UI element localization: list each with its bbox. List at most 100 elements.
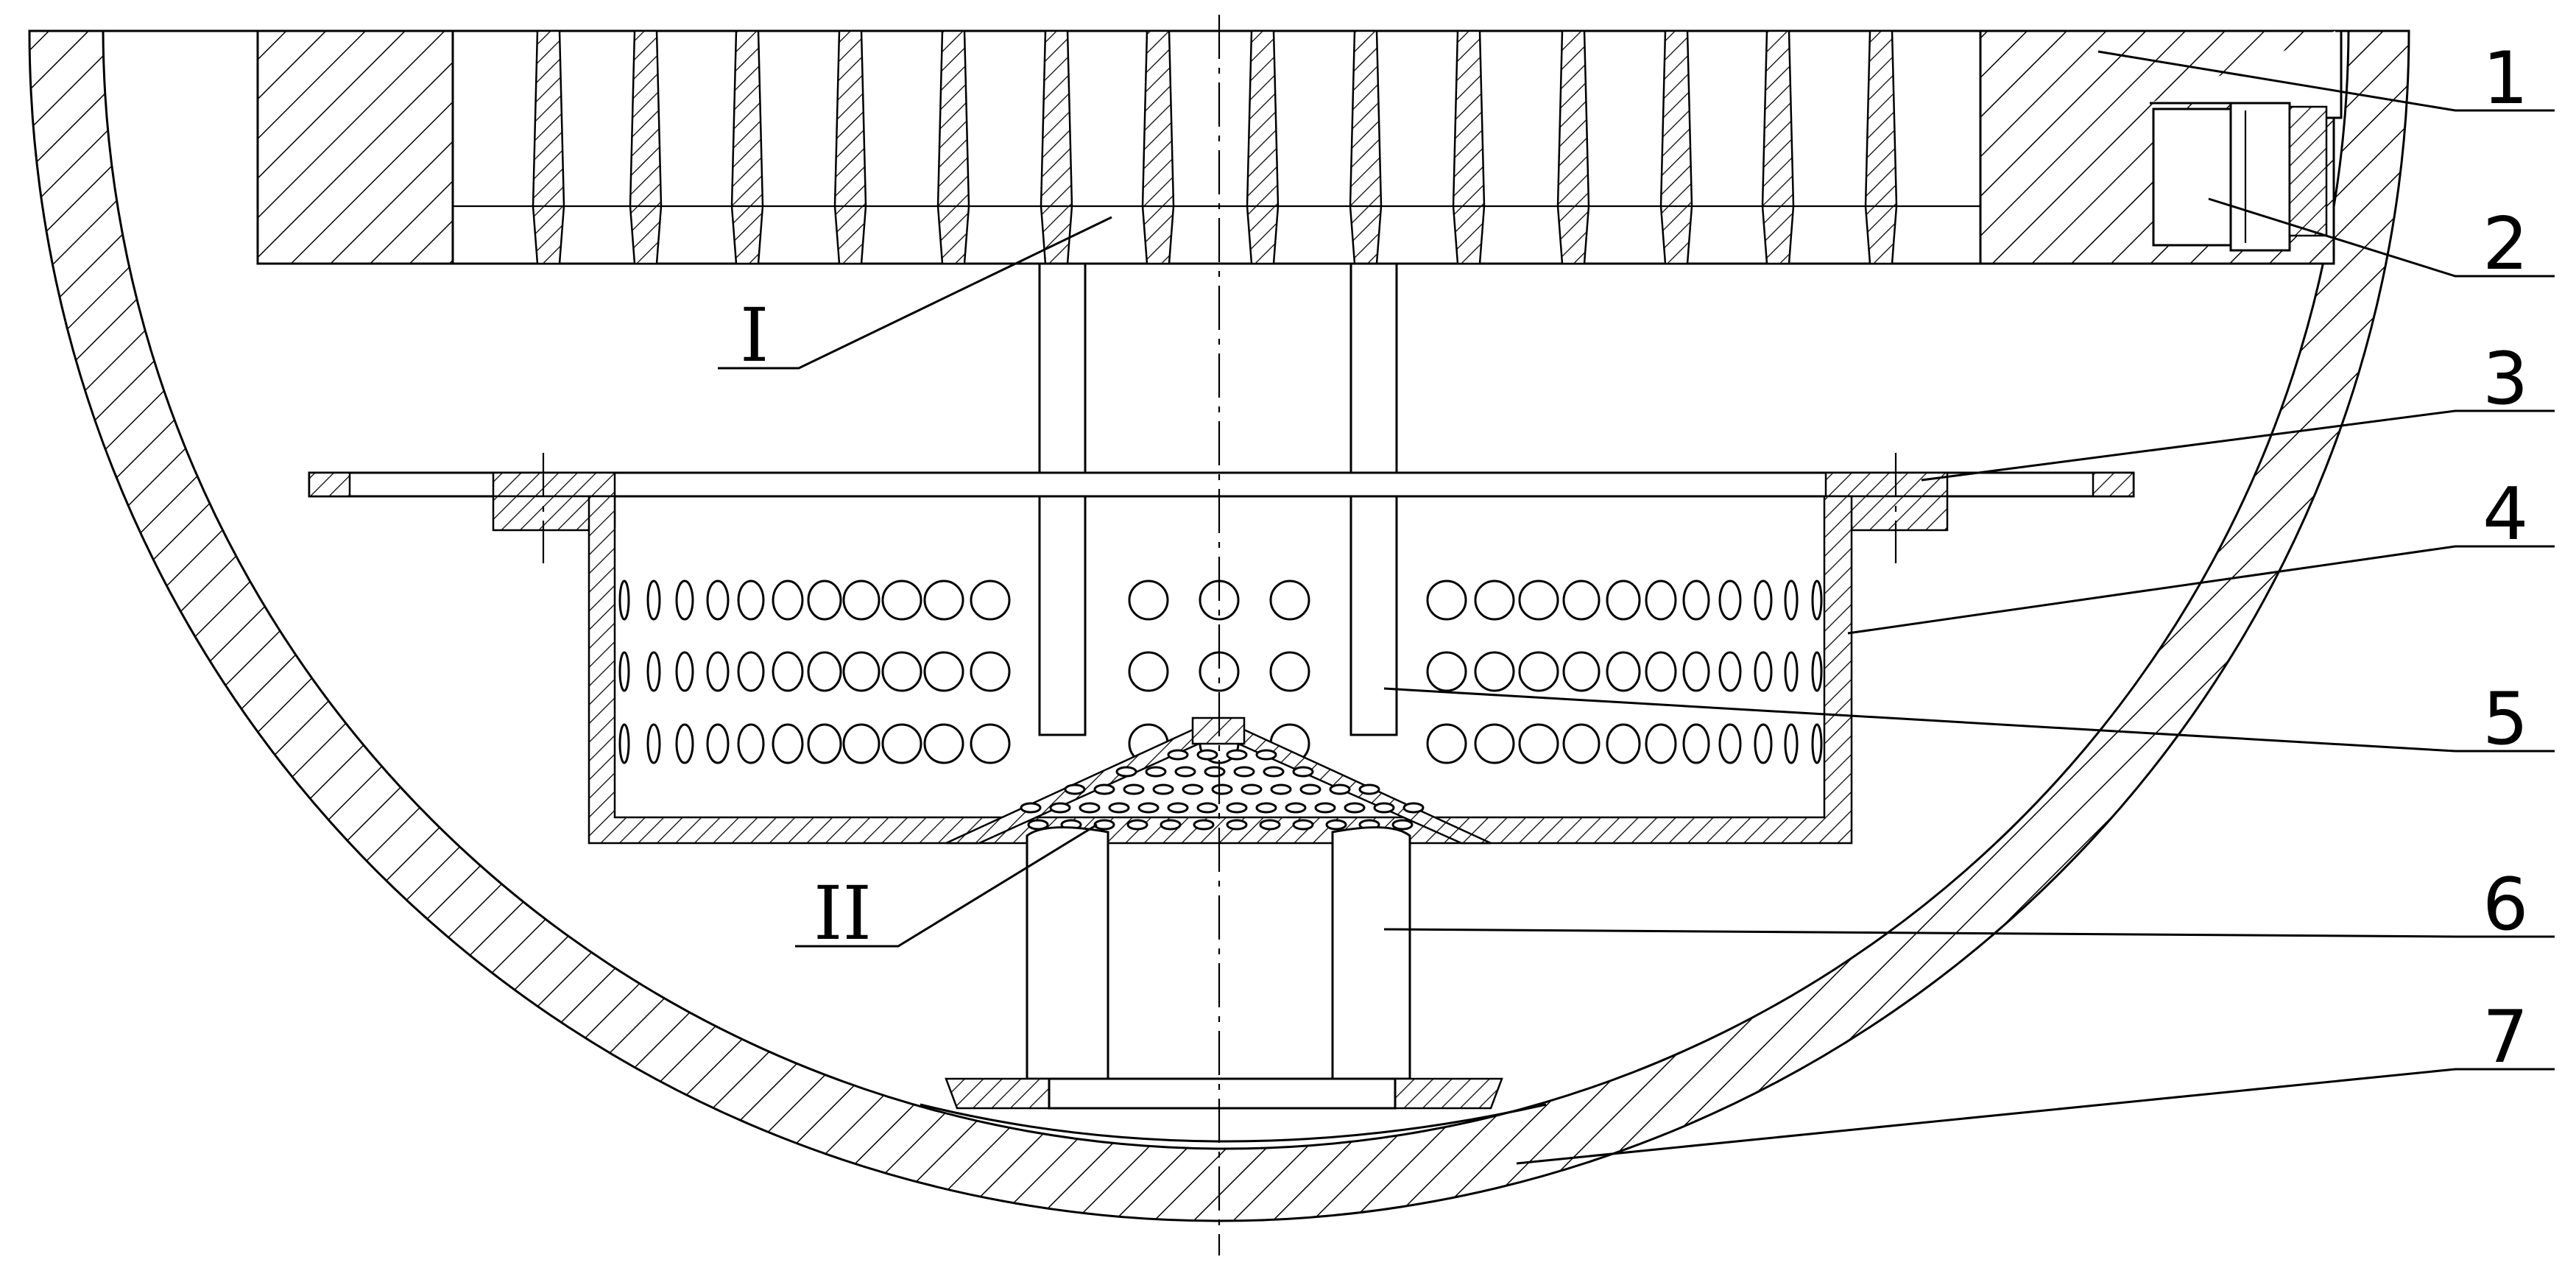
cone-hole bbox=[1325, 819, 1347, 831]
cone-hole bbox=[1263, 766, 1285, 778]
basket-hole bbox=[842, 580, 881, 621]
cone-hole bbox=[1285, 802, 1307, 814]
cone-hole bbox=[1108, 802, 1130, 814]
basket-hole bbox=[1682, 651, 1710, 692]
basket-hole bbox=[881, 723, 922, 764]
basket-hole bbox=[1518, 723, 1559, 764]
channel-wall bbox=[1556, 29, 1590, 265]
basket-hole bbox=[675, 651, 694, 692]
basket-hole bbox=[1811, 580, 1823, 621]
leader-lines bbox=[718, 50, 2555, 1165]
basket-hole bbox=[970, 580, 1011, 621]
cone-hole bbox=[1174, 766, 1196, 778]
basket-hole bbox=[618, 723, 630, 764]
cone-hole bbox=[1193, 819, 1215, 831]
basket-hole bbox=[1518, 580, 1559, 621]
detail-mark-II: II bbox=[814, 870, 872, 957]
basket-hole bbox=[772, 580, 804, 621]
basket-hole bbox=[1645, 723, 1677, 764]
cone-hole bbox=[1373, 802, 1395, 814]
cone-hole bbox=[1391, 819, 1414, 831]
cone-hole bbox=[1358, 783, 1380, 795]
cone-hole bbox=[1182, 783, 1204, 795]
cone-hole bbox=[1255, 802, 1277, 814]
support-rods bbox=[1038, 262, 1398, 736]
cone-hole bbox=[1204, 766, 1226, 778]
basket-hole bbox=[646, 723, 661, 764]
part-2-fitting bbox=[2152, 102, 2328, 252]
cone-hole bbox=[1402, 802, 1425, 814]
callout-7: 7 bbox=[2483, 996, 2528, 1079]
basket-hole bbox=[842, 723, 881, 764]
cone-hole bbox=[1226, 819, 1248, 831]
basket-hole bbox=[1606, 723, 1641, 764]
cone-hole bbox=[1167, 802, 1189, 814]
basket-hole bbox=[646, 580, 661, 621]
basket-hole bbox=[706, 580, 730, 621]
cone-hole bbox=[1126, 819, 1148, 831]
basket-hole bbox=[737, 651, 765, 692]
basket-hole bbox=[1784, 651, 1799, 692]
cone-hole bbox=[1329, 783, 1351, 795]
channel-wall bbox=[1659, 29, 1693, 265]
cone-holes bbox=[1020, 749, 1425, 831]
callout-numbers: 1 2 3 4 5 6 7 I II bbox=[740, 37, 2528, 1079]
cone-hole bbox=[1344, 802, 1366, 814]
channel-wall bbox=[1141, 29, 1175, 265]
cone-hole bbox=[1292, 766, 1314, 778]
basket-hole bbox=[923, 651, 964, 692]
basket-hole bbox=[772, 651, 804, 692]
basket-hole bbox=[1754, 580, 1773, 621]
cone-hole bbox=[1314, 802, 1336, 814]
basket-hole bbox=[1682, 723, 1710, 764]
channel-wall bbox=[730, 29, 764, 265]
part-1-top-cover bbox=[256, 29, 2343, 265]
cone-hole bbox=[1241, 783, 1263, 795]
basket-hole bbox=[1811, 651, 1823, 692]
basket-hole bbox=[1474, 723, 1515, 764]
channel-wall bbox=[1452, 29, 1486, 265]
basket-hole bbox=[1784, 580, 1799, 621]
cone-hole bbox=[1093, 819, 1115, 831]
basket-hole bbox=[881, 580, 922, 621]
basket-hole bbox=[1784, 723, 1799, 764]
cone-hole bbox=[1226, 802, 1248, 814]
basket-hole bbox=[807, 580, 842, 621]
cone-hole bbox=[1079, 802, 1101, 814]
callout-2: 2 bbox=[2483, 202, 2528, 286]
basket-hole bbox=[1128, 651, 1169, 692]
basket-hole bbox=[1269, 651, 1310, 692]
basket-hole bbox=[881, 651, 922, 692]
basket-hole bbox=[1754, 651, 1773, 692]
basket-hole bbox=[807, 723, 842, 764]
basket-hole bbox=[842, 651, 881, 692]
cone-hole bbox=[1152, 783, 1174, 795]
basket-hole bbox=[1718, 580, 1742, 621]
cone-hole bbox=[1299, 783, 1321, 795]
cone-hole bbox=[1259, 819, 1281, 831]
basket-hole bbox=[618, 580, 630, 621]
cone-hole bbox=[1027, 819, 1049, 831]
basket-hole bbox=[1426, 723, 1467, 764]
cone-hole bbox=[1160, 819, 1182, 831]
basket-hole bbox=[970, 651, 1011, 692]
basket-hole bbox=[1269, 580, 1310, 621]
cone-hole bbox=[1196, 802, 1218, 814]
basket-hole bbox=[1645, 580, 1677, 621]
channel-wall bbox=[1864, 29, 1898, 265]
basket-hole bbox=[1128, 580, 1169, 621]
part-3-flange bbox=[308, 453, 2135, 563]
detail-mark-I: I bbox=[740, 292, 769, 378]
basket-hole bbox=[807, 651, 842, 692]
callout-3: 3 bbox=[2483, 337, 2528, 421]
basket-hole bbox=[675, 580, 694, 621]
cone-hole bbox=[1167, 749, 1189, 761]
channel-wall bbox=[1040, 29, 1073, 265]
basket-hole bbox=[1562, 723, 1601, 764]
channel-wall bbox=[629, 29, 663, 265]
cone-hole bbox=[1123, 783, 1145, 795]
basket-hole bbox=[1474, 651, 1515, 692]
channel-wall bbox=[532, 29, 565, 265]
cone-hole bbox=[1255, 749, 1277, 761]
